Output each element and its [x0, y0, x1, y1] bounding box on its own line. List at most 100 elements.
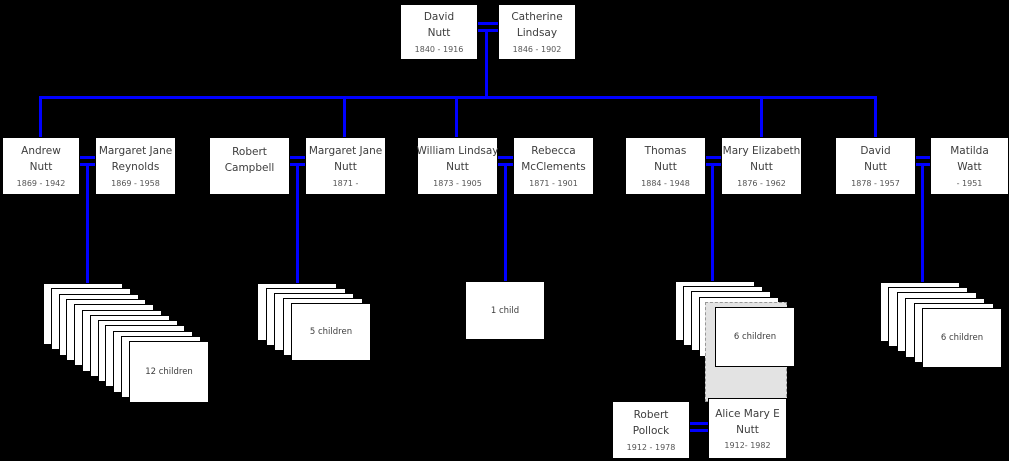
descent-line-couple1: [86, 166, 89, 283]
person-name-line2: Nutt: [427, 27, 451, 39]
drop-line-margaret-jane-nutt: [343, 99, 346, 137]
marriage-line-couple5-top: [916, 156, 930, 159]
person-catherine-lindsay[interactable]: Catherine Lindsay 1846 - 1902: [498, 4, 576, 60]
child-card: 5 children: [291, 303, 371, 361]
person-name-line1: Robert: [633, 409, 669, 422]
person-william-lindsay-nutt[interactable]: William Lindsay Nutt 1873 - 1905: [416, 137, 499, 195]
person-dates: - 1951: [956, 178, 983, 188]
person-dates: 1876 - 1962: [737, 178, 786, 188]
person-name: Margaret Jane Nutt: [309, 144, 382, 176]
marriage-line-couple4-top: [706, 156, 721, 159]
marriage-line-couple4-bottom: [706, 163, 721, 166]
person-name-line1: William Lindsay: [416, 145, 499, 158]
child-count-label: 6 children: [733, 332, 777, 342]
person-name-line1: Catherine: [511, 11, 563, 24]
person-david-nutt-sr[interactable]: David Nutt 1840 - 1916: [400, 4, 478, 60]
person-name-line1: Matilda: [950, 145, 989, 158]
person-margaret-jane-reynolds[interactable]: Margaret Jane Reynolds 1869 - 1958: [95, 137, 176, 195]
person-name: Mary Elizabeth Nutt: [723, 144, 801, 176]
marriage-line-gen1-bottom: [478, 29, 498, 32]
person-name-line1: Margaret Jane: [98, 145, 173, 158]
marriage-line-couple5-bottom: [916, 163, 930, 166]
marriage-line-couple3-bottom: [498, 163, 513, 166]
person-name-line1: David: [860, 145, 891, 158]
person-name-line1: David: [423, 11, 455, 24]
person-name-line1: Margaret Jane: [308, 145, 383, 158]
person-rebecca-mcclements[interactable]: Rebecca McClements 1871 - 1901: [513, 137, 594, 195]
person-name-line2: Nutt: [29, 161, 53, 173]
marriage-line-couple2-top: [290, 156, 305, 159]
person-name-line1: Rebecca: [531, 145, 576, 158]
person-dates: 1869 - 1942: [16, 178, 66, 188]
person-name-line2: Nutt: [334, 161, 357, 173]
marriage-line-couple1-top: [80, 156, 95, 159]
person-name: Matilda Watt: [950, 144, 989, 176]
person-name-line1: Andrew: [21, 145, 61, 158]
person-name-line1: Robert: [232, 145, 267, 158]
person-mary-elizabeth-nutt[interactable]: Mary Elizabeth Nutt 1876 - 1962: [721, 137, 802, 195]
person-dates: 1869 - 1958: [111, 178, 160, 188]
marriage-line-gen3-top: [690, 422, 708, 425]
person-name-line2: Nutt: [864, 161, 887, 173]
person-dates: 1912- 1982: [724, 441, 771, 451]
person-thomas-nutt[interactable]: Thomas Nutt 1884 - 1948: [625, 137, 706, 195]
person-dates: 1912 - 1978: [626, 442, 676, 452]
child-count-label: 6 children: [940, 333, 984, 343]
person-name-line2: Reynolds: [111, 161, 160, 173]
descent-line-couple4: [711, 166, 714, 281]
drop-line-david-jr: [874, 99, 877, 137]
person-name: Margaret Jane Reynolds: [99, 144, 172, 176]
person-alice-mary-e-nutt[interactable]: Alice Mary E Nutt 1912- 1982: [708, 398, 787, 459]
person-name-line1: Thomas: [644, 145, 687, 158]
person-name-line1: Mary Elizabeth: [722, 145, 801, 158]
person-name-line2: Pollock: [632, 425, 670, 437]
person-robert-pollock[interactable]: Robert Pollock 1912 - 1978: [612, 401, 690, 459]
person-andrew-nutt[interactable]: Andrew Nutt 1869 - 1942: [2, 137, 80, 195]
marriage-line-couple2-bottom: [290, 163, 305, 166]
person-name-line2: Nutt: [446, 161, 469, 173]
person-name-line2: Lindsay: [516, 27, 558, 39]
person-david-nutt-jr[interactable]: David Nutt 1878 - 1957: [835, 137, 916, 195]
person-name: David Nutt: [860, 144, 890, 176]
child-count-label: 1 child: [490, 305, 520, 316]
drop-line-william: [455, 99, 458, 137]
person-name-line2: Nutt: [736, 423, 759, 436]
child-card: 6 children: [922, 308, 1002, 368]
child-count-label: 5 children: [309, 327, 353, 337]
child-card: 12 children: [129, 341, 209, 403]
person-dates: 1871 - 1901: [529, 178, 578, 188]
person-name-line2: Watt: [957, 161, 982, 173]
person-name: Alice Mary E Nutt: [715, 407, 780, 439]
person-margaret-jane-nutt[interactable]: Margaret Jane Nutt 1871 -: [305, 137, 386, 195]
person-name: Thomas Nutt: [645, 144, 687, 176]
marriage-line-gen3-bottom: [690, 429, 708, 432]
person-dates: 1878 - 1957: [851, 178, 900, 188]
person-dates: 1840 - 1916: [414, 44, 464, 54]
descent-line-couple2: [296, 166, 299, 283]
sibling-bus-line: [39, 96, 877, 99]
person-name: Andrew Nutt: [21, 144, 61, 176]
descent-line-couple3: [504, 166, 507, 281]
marriage-line-gen1-top: [478, 22, 498, 25]
person-robert-campbell[interactable]: Robert Campbell: [209, 137, 290, 195]
person-dates: 1884 - 1948: [641, 178, 690, 188]
person-name: William Lindsay Nutt: [416, 144, 498, 176]
drop-line-mary-elizabeth: [760, 99, 763, 137]
person-name: Robert Pollock: [633, 408, 670, 440]
child-count-label: 12 children: [145, 367, 193, 377]
marriage-line-couple1-bottom: [80, 163, 95, 166]
person-name-line2: Campbell: [224, 161, 275, 174]
person-matilda-watt[interactable]: Matilda Watt - 1951: [930, 137, 1009, 195]
person-name: David Nutt: [424, 10, 454, 42]
person-dates: 1846 - 1902: [512, 44, 562, 54]
child-card: 1 child: [465, 281, 545, 340]
person-dates: 1871 -: [332, 178, 359, 188]
person-name-line2: McClements: [521, 161, 586, 173]
descent-line-gen1: [485, 32, 488, 96]
